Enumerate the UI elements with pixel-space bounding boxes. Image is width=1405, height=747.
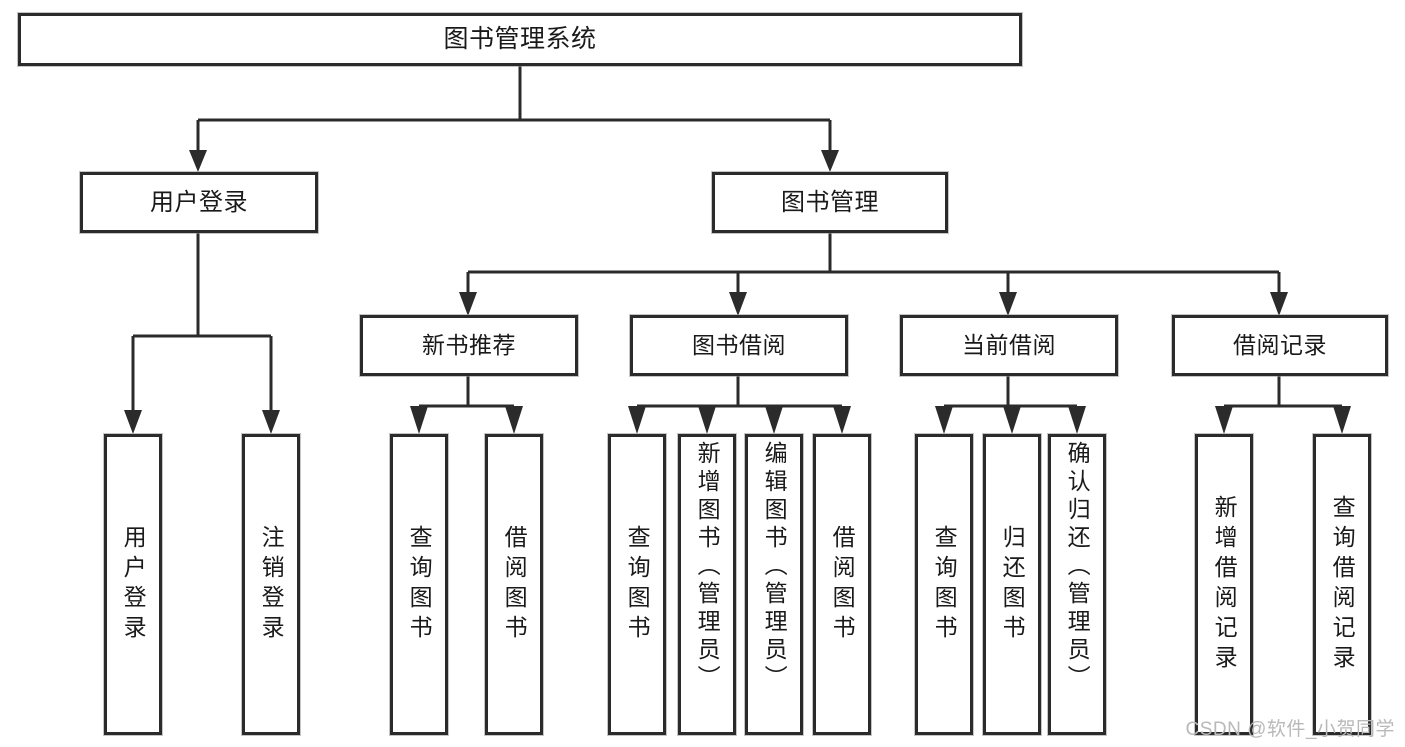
node-label: 注销登录: [258, 524, 285, 645]
arrow-book-manage-to-current-borrow: [999, 292, 1017, 316]
leaf-user-login-signin[interactable]: 用户登录: [104, 434, 162, 735]
arrow-new-book-to-leaf-1: [410, 406, 428, 434]
arrow-new-book-to-leaf-2: [505, 406, 523, 434]
arrow-book-manage-to-book-borrow: [729, 292, 747, 316]
node-current-borrow[interactable]: 当前借阅: [900, 315, 1118, 376]
node-label: 归还图书: [999, 524, 1026, 645]
arrow-book-borrow-to-leaf-3: [765, 406, 783, 434]
arrow-root-to-book-manage: [821, 150, 839, 172]
arrow-current-borrow-to-leaf-2: [1003, 406, 1021, 434]
node-label: 新增借阅记录: [1211, 494, 1238, 675]
leaf-book-borrow-add[interactable]: 新增图书（管理员）: [678, 434, 736, 735]
leaf-current-borrow-query[interactable]: 查询图书: [915, 434, 973, 735]
leaf-borrow-record-query[interactable]: 查询借阅记录: [1313, 434, 1371, 735]
arrow-book-manage-to-new-book: [459, 292, 477, 316]
node-label: 查询借阅记录: [1329, 494, 1356, 675]
node-label: 借阅记录: [1233, 332, 1327, 359]
node-borrow-record[interactable]: 借阅记录: [1172, 315, 1388, 376]
node-user-login[interactable]: 用户登录: [80, 172, 318, 233]
arrow-borrow-record-to-leaf-2: [1333, 406, 1351, 434]
node-label: 查询图书: [624, 524, 651, 645]
node-label: 借阅图书: [829, 524, 856, 645]
node-label: 用户登录: [150, 188, 248, 216]
arrow-user-login-to-leaf-2: [262, 410, 280, 434]
node-label: 新书推荐: [422, 332, 516, 359]
arrow-current-borrow-to-leaf-1: [935, 406, 953, 434]
node-root-system[interactable]: 图书管理系统: [18, 13, 1022, 66]
leaf-current-borrow-return[interactable]: 归还图书: [983, 434, 1041, 735]
node-label: 当前借阅: [962, 332, 1056, 359]
leaf-book-borrow-query[interactable]: 查询图书: [608, 434, 666, 735]
arrow-book-borrow-to-leaf-2: [698, 406, 716, 434]
leaf-new-book-borrow[interactable]: 借阅图书: [485, 434, 543, 735]
node-label: 用户登录: [120, 524, 147, 645]
arrow-current-borrow-to-leaf-3: [1068, 406, 1086, 434]
leaf-book-borrow-lend[interactable]: 借阅图书: [813, 434, 871, 735]
leaf-new-book-query[interactable]: 查询图书: [390, 434, 448, 735]
arrow-user-login-to-leaf-1: [124, 410, 142, 434]
leaf-book-borrow-edit[interactable]: 编辑图书（管理员）: [745, 434, 803, 735]
node-book-borrow[interactable]: 图书借阅: [630, 315, 848, 376]
node-label: 图书借阅: [692, 332, 786, 359]
node-label: 图书管理: [781, 188, 879, 216]
leaf-current-borrow-confirm-return[interactable]: 确认归还（管理员）: [1048, 434, 1106, 735]
leaf-borrow-record-add[interactable]: 新增借阅记录: [1195, 434, 1253, 735]
arrow-root-to-user-login: [189, 150, 207, 172]
watermark-text: CSDN @软件_小贺同学: [1185, 719, 1395, 740]
node-label: 查询图书: [931, 524, 958, 645]
node-label: 图书管理系统: [443, 24, 597, 53]
leaf-user-login-signout[interactable]: 注销登录: [242, 434, 300, 735]
node-book-management[interactable]: 图书管理: [712, 172, 948, 233]
node-new-book-recommend[interactable]: 新书推荐: [360, 315, 578, 376]
arrow-borrow-record-to-leaf-1: [1215, 406, 1233, 434]
node-label: 新增图书（管理员）: [694, 441, 721, 693]
arrow-book-borrow-to-leaf-4: [833, 406, 851, 434]
node-label: 查询图书: [406, 524, 433, 645]
arrow-book-borrow-to-leaf-1: [628, 406, 646, 434]
arrow-book-manage-to-borrow-record: [1270, 292, 1288, 316]
node-label: 借阅图书: [501, 524, 528, 645]
node-label: 编辑图书（管理员）: [761, 441, 788, 693]
node-label: 确认归还（管理员）: [1064, 441, 1091, 693]
